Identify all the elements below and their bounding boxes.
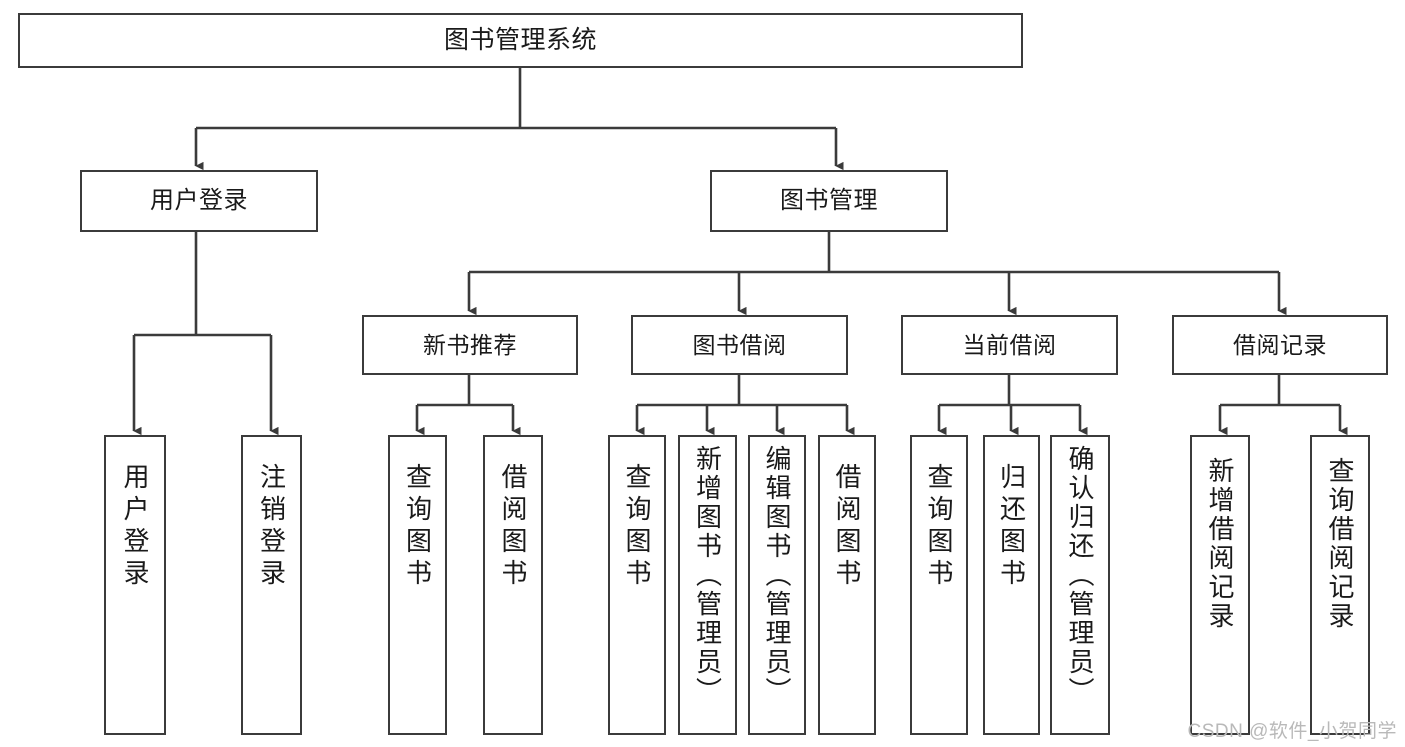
node-leaf-borrow-book-2[interactable]: 借阅图书 [818,435,876,735]
node-label: 用户登录 [150,187,248,215]
node-new-book-rec[interactable]: 新书推荐 [362,315,578,375]
node-label: 查询图书 [402,463,433,591]
node-leaf-query-record[interactable]: 查询借阅记录 [1310,435,1370,735]
node-label: 归还图书 [996,463,1027,591]
node-label: 查询图书 [924,463,954,591]
node-leaf-query-book-2[interactable]: 查询图书 [608,435,666,735]
node-leaf-query-book-1[interactable]: 查询图书 [388,435,447,735]
node-root-system[interactable]: 图书管理系统 [18,13,1023,68]
node-leaf-user-login[interactable]: 用户登录 [104,435,166,735]
node-label: 查询借阅记录 [1325,457,1355,631]
node-label: 借阅记录 [1233,331,1327,358]
node-leaf-confirm-return[interactable]: 确认归还（管理员） [1050,435,1110,735]
node-borrow-record[interactable]: 借阅记录 [1172,315,1388,375]
node-leaf-query-book-3[interactable]: 查询图书 [910,435,968,735]
node-label: 图书借阅 [692,331,787,358]
node-leaf-add-book[interactable]: 新增图书（管理员） [678,435,737,735]
node-book-borrow[interactable]: 图书借阅 [631,315,848,375]
node-label: 用户登录 [120,463,150,591]
node-leaf-borrow-book-1[interactable]: 借阅图书 [483,435,543,735]
node-label: 借阅图书 [498,463,528,591]
node-leaf-add-record[interactable]: 新增借阅记录 [1190,435,1250,735]
node-label: 图书管理 [780,187,878,215]
node-user-login[interactable]: 用户登录 [80,170,318,232]
node-label: 注销登录 [256,463,287,591]
node-current-borrow[interactable]: 当前借阅 [901,315,1118,375]
node-leaf-logout[interactable]: 注销登录 [241,435,302,735]
node-label: 当前借阅 [962,331,1057,358]
node-label: 新增图书（管理员） [692,445,723,706]
node-label: 图书管理系统 [443,26,597,54]
node-label: 新增借阅记录 [1205,457,1235,631]
node-label: 查询图书 [622,463,652,591]
node-label: 借阅图书 [832,463,862,591]
node-leaf-return-book[interactable]: 归还图书 [983,435,1040,735]
watermark-text: CSDN @软件_小贺同学 [1187,721,1397,742]
node-label: 新书推荐 [423,331,517,358]
node-label: 编辑图书（管理员） [762,445,792,706]
node-book-manage[interactable]: 图书管理 [710,170,948,232]
node-leaf-edit-book[interactable]: 编辑图书（管理员） [748,435,806,735]
node-label: 确认归还（管理员） [1065,445,1095,706]
